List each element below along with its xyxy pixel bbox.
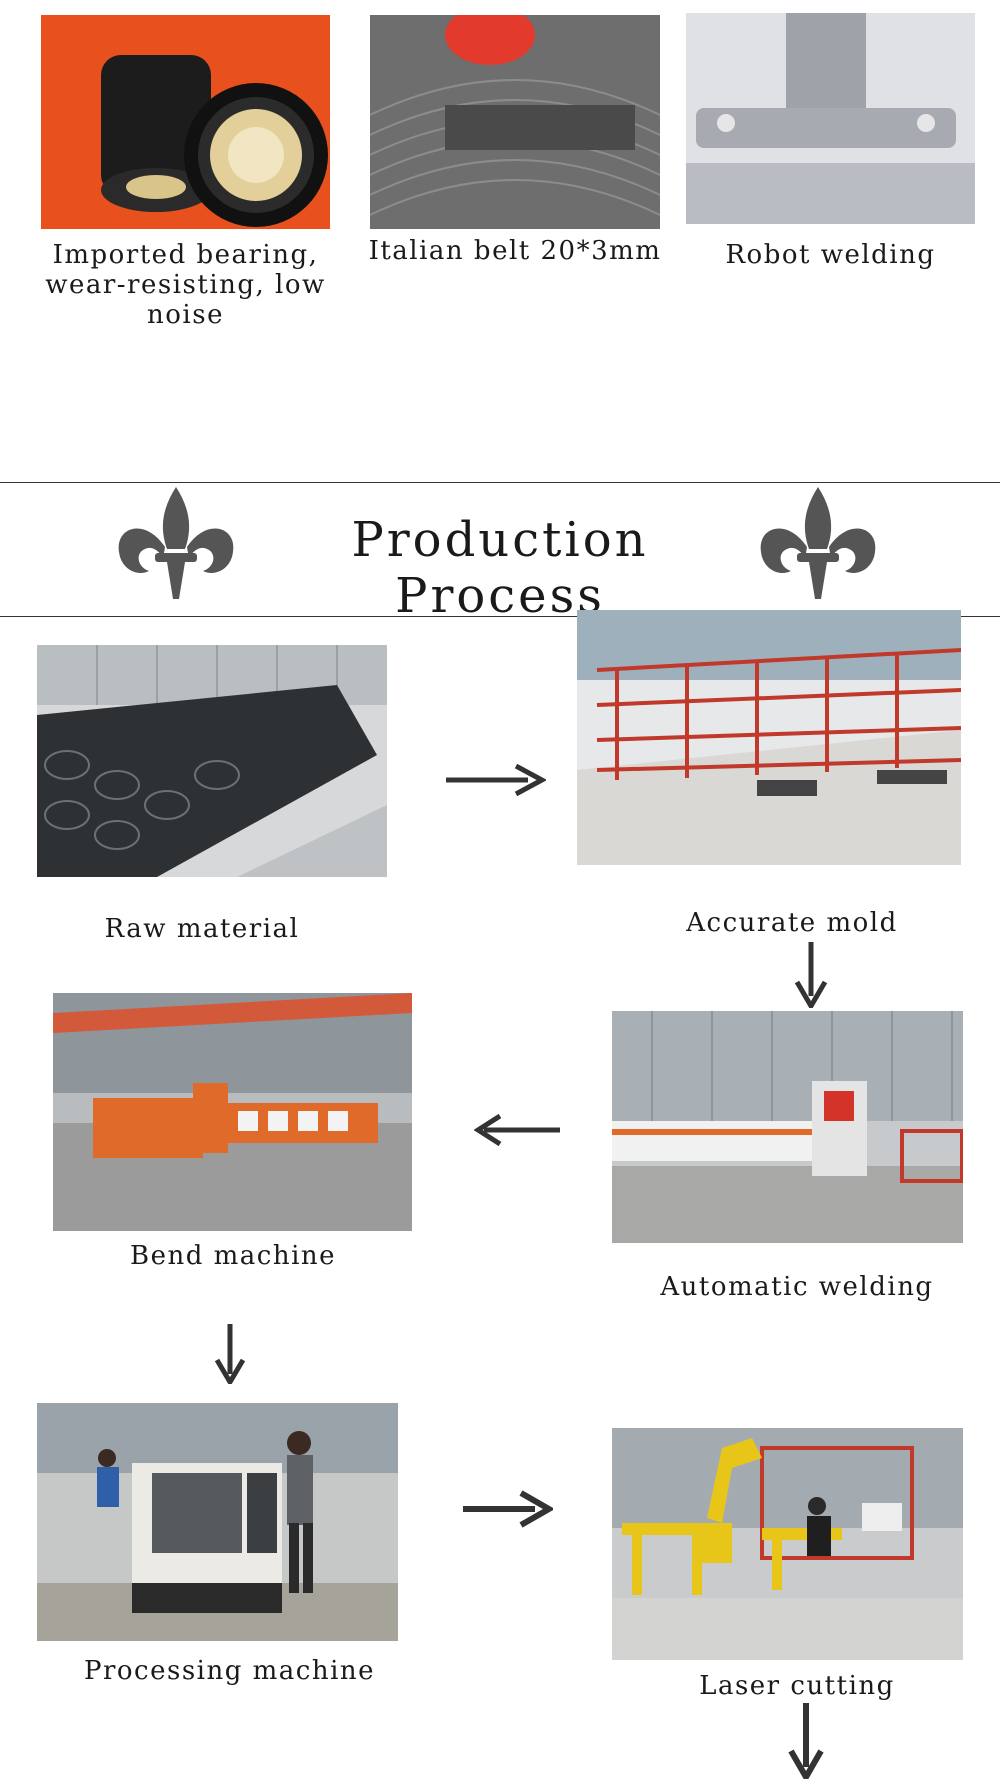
step-caption-automatic-welding: Automatic welding xyxy=(660,1272,934,1302)
fleur-de-lis-icon xyxy=(757,487,879,599)
arrow-left-icon xyxy=(474,1113,560,1147)
feature-caption-welding: Robot welding xyxy=(725,240,936,270)
step-caption-accurate-mold: Accurate mold xyxy=(686,908,898,938)
welding-photo xyxy=(686,13,975,224)
bend-machine-photo xyxy=(53,993,412,1231)
automatic-welding-photo xyxy=(612,1011,963,1243)
arrow-down-icon xyxy=(788,1703,824,1779)
step-caption-laser-cutting: Laser cutting xyxy=(699,1671,895,1701)
arrow-down-icon xyxy=(794,942,828,1008)
step-caption-processing-machine: Processing machine xyxy=(83,1656,376,1686)
step-caption-bend-machine: Bend machine xyxy=(129,1241,337,1271)
laser-cutting-photo xyxy=(612,1428,963,1660)
raw-material-photo xyxy=(37,645,387,877)
bearing-photo xyxy=(41,15,330,229)
arrow-right-icon xyxy=(446,764,546,796)
step-caption-raw-material: Raw material xyxy=(104,914,300,944)
feature-caption-bearing: Imported bearing, wear-resisting, low no… xyxy=(45,240,326,330)
section-title: Production Process xyxy=(351,512,649,624)
feature-caption-belt: Italian belt 20*3mm xyxy=(368,236,662,266)
fleur-de-lis-icon xyxy=(115,487,237,599)
arrow-right-icon xyxy=(463,1490,553,1528)
accurate-mold-photo xyxy=(577,610,961,865)
processing-machine-photo xyxy=(37,1403,398,1641)
section-rule-bottom xyxy=(0,616,1000,617)
arrow-down-icon xyxy=(213,1324,247,1384)
belt-photo xyxy=(370,15,660,229)
section-rule-top xyxy=(0,482,1000,483)
